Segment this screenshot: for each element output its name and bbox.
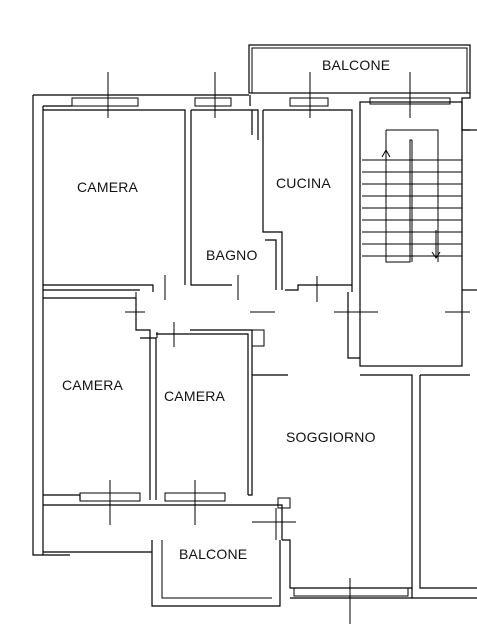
top-windows	[71, 72, 451, 118]
room-label-camera-2: CAMERA	[62, 377, 124, 393]
soggiorno-walls	[248, 345, 477, 624]
lower-bedrooms-walls	[43, 297, 265, 525]
exterior-walls	[32, 93, 471, 556]
room-label-camera-1: CAMERA	[77, 179, 139, 195]
room-label-balcone-bottom: BALCONE	[179, 546, 247, 562]
camera-1-walls	[43, 109, 186, 313]
bottom-balcony-outline	[43, 497, 291, 607]
room-label-balcone-top: BALCONE	[322, 57, 390, 73]
cucina-walls	[263, 109, 378, 359]
room-label-cucina: CUCINA	[276, 175, 331, 191]
room-label-camera-3: CAMERA	[164, 388, 226, 404]
bagno-walls	[190, 109, 283, 313]
room-label-bagno: BAGNO	[206, 247, 258, 263]
room-label-soggiorno: SOGGIORNO	[286, 429, 376, 445]
stairwell	[350, 101, 477, 367]
top-balcony-outline	[248, 44, 471, 94]
